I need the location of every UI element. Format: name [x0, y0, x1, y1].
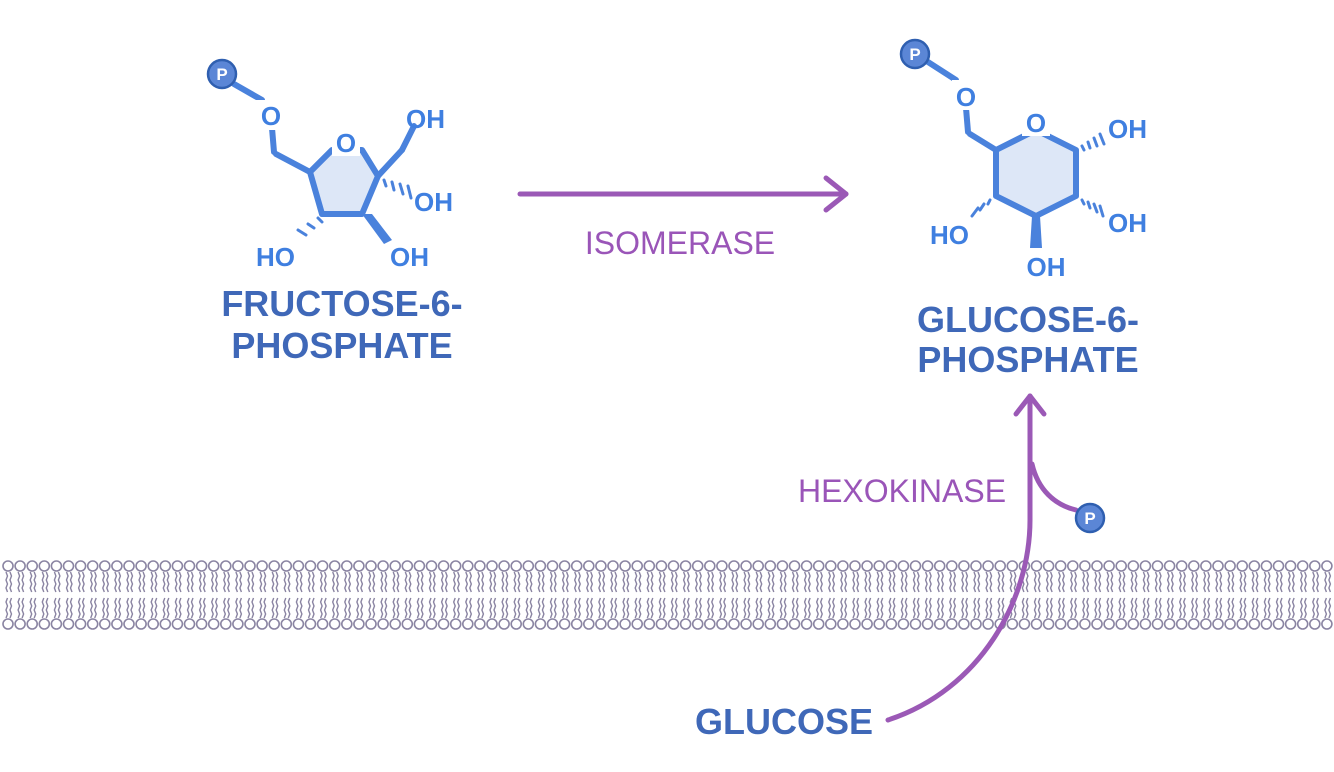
phosphate-icon-hexokinase	[1074, 502, 1106, 534]
hash-bond-right-g	[1080, 198, 1105, 218]
phosphate-icon	[206, 58, 238, 90]
phosphate-bond	[231, 81, 265, 103]
hexokinase-label: HEXOKINASE	[798, 473, 1006, 509]
oh-right: OH	[414, 187, 453, 217]
hash-bond-top-right-g	[1080, 132, 1106, 152]
ch2-bond-g	[967, 131, 999, 153]
phosphate-join-curve	[1029, 461, 1079, 513]
oh-bottom-right: OH	[390, 242, 429, 272]
hash-bond-left-g	[970, 198, 992, 218]
furanose-ring	[307, 147, 381, 217]
hexokinase-phosphate-symbol: P	[1084, 509, 1095, 528]
oh-top-right: OH	[406, 104, 445, 134]
fructose-name-line2: PHOSPHATE	[231, 325, 452, 366]
wedge-bond-bottom-right	[362, 214, 392, 244]
ch2-bond	[273, 151, 313, 175]
link-oxygen-g: O	[956, 82, 976, 112]
bond-oh-top	[399, 123, 417, 153]
hexokinase-arrow	[885, 393, 1079, 723]
isomerase-label: ISOMERASE	[585, 225, 775, 261]
link-bond-g	[963, 105, 971, 135]
hash-bond-bottom-left	[296, 216, 324, 237]
glucose-6-phosphate-structure: P O O OH OH OH HO	[899, 38, 1147, 282]
cell-membrane	[2, 560, 1333, 630]
isomerase-arrow	[517, 175, 849, 213]
ring-oxygen-g: O	[1026, 108, 1046, 138]
phosphate-symbol-g: P	[909, 45, 920, 64]
phosphate-symbol: P	[216, 65, 227, 84]
hash-bond-right	[382, 178, 413, 200]
wedge-bond-bottom-g	[1030, 216, 1042, 248]
glucose6p-name-line1: GLUCOSE-6-	[917, 299, 1139, 340]
glucose6p-name-line2: PHOSPHATE	[917, 339, 1138, 380]
ho-bottom-left: HO	[256, 242, 295, 272]
fructose-6-phosphate-structure: P O O OH OH OH HO	[206, 58, 453, 272]
phosphate-bond-g	[925, 59, 959, 83]
fructose-name-line1: FRUCTOSE-6-	[221, 283, 462, 324]
phosphate-icon-g	[899, 38, 931, 70]
bond-ch2oh	[375, 147, 405, 179]
oh-top-right-g: OH	[1108, 114, 1147, 144]
oh-bottom-g: OH	[1027, 252, 1066, 282]
link-oxygen: O	[261, 101, 281, 131]
pyranose-ring	[993, 127, 1079, 219]
link-bond	[269, 125, 277, 155]
glucose-label: GLUCOSE	[695, 701, 873, 742]
ring-oxygen: O	[336, 128, 356, 158]
ho-left-g: HO	[930, 220, 969, 250]
oh-right-g: OH	[1108, 208, 1147, 238]
